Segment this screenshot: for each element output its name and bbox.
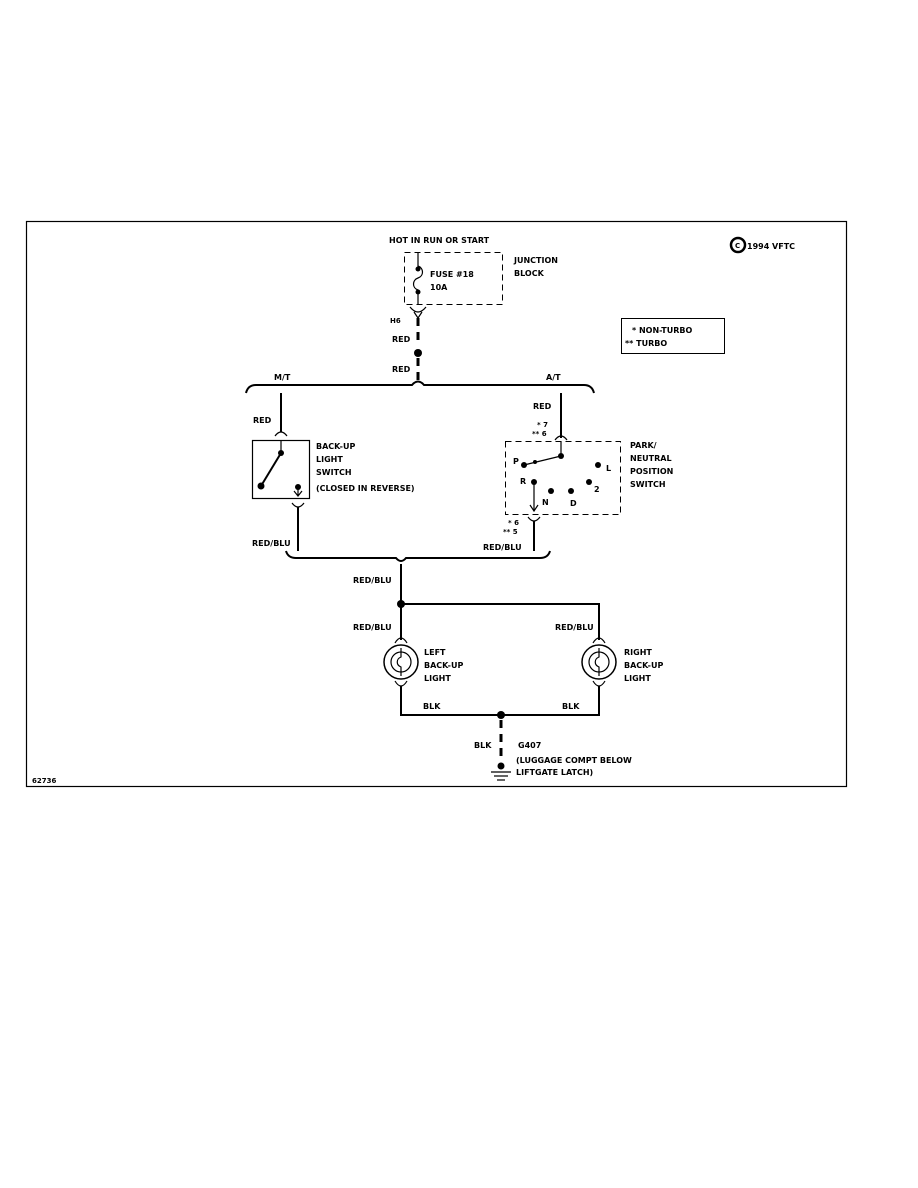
legend-box [621, 318, 725, 354]
ground-id: G407 [518, 741, 541, 750]
wire-label-red-blu-left: RED/BLU [353, 623, 392, 632]
copyright-symbol: C [735, 242, 740, 250]
pn-position-2: 2 [594, 485, 600, 494]
pn-pin-bot-b: ** 5 [503, 528, 518, 536]
pn-pin-top-b: ** 6 [532, 430, 547, 438]
splice-icon [414, 349, 422, 357]
wire-label-blk-right: BLK [562, 702, 580, 711]
backup-switch-label: BACK-UP [316, 442, 355, 451]
pn-pin-bot-a: * 6 [508, 519, 519, 527]
hot-in-run-label: HOT IN RUN OR START [389, 236, 490, 245]
pn-position-r: R [520, 477, 526, 486]
pn-switch-box [505, 441, 621, 515]
merge-bus [285, 550, 551, 562]
right-lamp-icon [581, 637, 617, 687]
diagram-frame [25, 220, 848, 788]
pn-position-d: D [570, 499, 577, 508]
wire-label-red-blu-right: RED/BLU [555, 623, 594, 632]
copyright-icon [729, 236, 747, 254]
fuse-rating: 10A [430, 283, 448, 292]
wire-label-red-mt: RED [253, 416, 272, 425]
backup-switch-label: SWITCH [316, 468, 352, 477]
ground-location: (LUGGAGE COMPT BELOW [516, 756, 632, 765]
pn-switch-label: SWITCH [630, 480, 666, 489]
branch-bus [245, 380, 595, 394]
junction-block-label: JUNCTION [513, 256, 558, 265]
pn-position-n-dot [548, 488, 554, 494]
wire-label-red-blu-at: RED/BLU [483, 543, 522, 552]
wire-label-red-blu-main: RED/BLU [353, 576, 392, 585]
pn-position-l-dot [595, 462, 601, 468]
pn-position-p-dot [521, 462, 527, 468]
pn-position-l: L [606, 464, 611, 473]
switch-contact [257, 482, 265, 490]
ground-icon [491, 771, 511, 781]
connector-icon [291, 502, 305, 508]
pn-contact-arm [523, 455, 562, 466]
right-lamp-label: LIGHT [624, 674, 651, 683]
connector-icon [527, 516, 541, 522]
pn-pin-top-a: * 7 [537, 421, 548, 429]
right-lamp-label: RIGHT [624, 648, 652, 657]
pn-switch-label: POSITION [630, 467, 673, 476]
pn-switch-label: NEUTRAL [630, 454, 672, 463]
wire-label-red-at: RED [533, 402, 552, 411]
switch-blade [260, 452, 282, 487]
copyright-text: 1994 VFTC [747, 242, 795, 251]
pn-position-d-dot [568, 488, 574, 494]
left-lamp-label: LIGHT [424, 674, 451, 683]
pn-position-p: P [513, 457, 519, 466]
connector-icon [409, 306, 427, 320]
fuse-icon [412, 252, 424, 293]
pn-contact [533, 460, 537, 464]
legend-turbo: ** TURBO [625, 339, 667, 348]
backup-switch-label: LIGHT [316, 455, 343, 464]
ground-terminal [497, 762, 505, 770]
figure-id: 62736 [32, 777, 56, 785]
wire-label-blk-ground: BLK [474, 741, 492, 750]
junction-block-box [404, 252, 503, 305]
pn-position-2-dot [586, 479, 592, 485]
pn-output [529, 482, 539, 513]
backup-switch-note: (CLOSED IN REVERSE) [316, 484, 415, 493]
branch-label-at: A/T [546, 373, 561, 382]
fuse-label: FUSE #18 [430, 270, 474, 279]
wire-label-red-blu-mt: RED/BLU [252, 539, 291, 548]
ground-location: LIFTGATE LATCH) [516, 768, 593, 777]
pn-switch-label: PARK/ [630, 441, 657, 450]
left-lamp-icon [383, 637, 419, 687]
switch-terminal [293, 487, 303, 497]
fuse-terminal [415, 266, 421, 272]
right-lamp-label: BACK-UP [624, 661, 663, 670]
wire-label-blk-left: BLK [423, 702, 441, 711]
left-lamp-label: BACK-UP [424, 661, 463, 670]
wire-red-blu-right [401, 603, 600, 640]
connector-icon [274, 431, 288, 437]
connector-icon [554, 435, 568, 441]
connector-label: H6 [390, 317, 401, 325]
left-lamp-label: LEFT [424, 648, 446, 657]
splice-icon [497, 711, 505, 719]
legend-non-turbo: * NON-TURBO [632, 326, 693, 335]
wire-label-red: RED [392, 365, 411, 374]
wire-label-red: RED [392, 335, 411, 344]
junction-block-label: BLOCK [514, 269, 545, 278]
branch-label-mt: M/T [274, 373, 291, 382]
pn-position-n: N [542, 498, 549, 507]
